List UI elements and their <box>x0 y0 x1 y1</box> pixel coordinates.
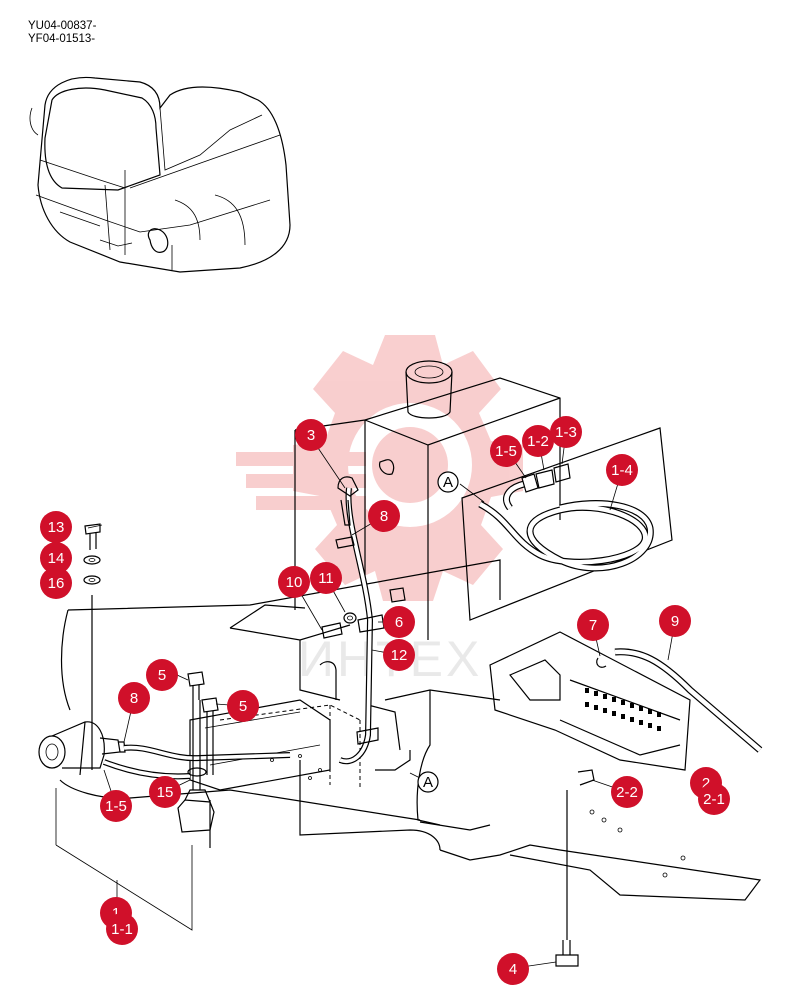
svg-text:1-5: 1-5 <box>105 798 127 815</box>
svg-text:5: 5 <box>239 698 247 715</box>
svg-text:1-1: 1-1 <box>111 921 133 938</box>
callout-4[interactable]: 4 <box>497 953 529 985</box>
callout-2-1[interactable]: 2-1 <box>698 783 730 815</box>
callout-9[interactable]: 9 <box>659 605 691 637</box>
callout-14[interactable]: 14 <box>40 542 72 574</box>
callout-11[interactable]: 11 <box>310 562 342 594</box>
washer-16-icon <box>83 575 101 585</box>
callout-10[interactable]: 10 <box>278 566 310 598</box>
callout-5-left[interactable]: 5 <box>146 659 178 691</box>
serial-code-1: YU04-00837- <box>28 20 97 32</box>
callout-12[interactable]: 12 <box>383 639 415 671</box>
callout-1-2[interactable]: 1-2 <box>522 425 554 457</box>
callout-5-right[interactable]: 5 <box>227 690 259 722</box>
callout-3[interactable]: 3 <box>295 419 327 451</box>
svg-text:13: 13 <box>48 519 65 536</box>
main-assembly <box>59 360 762 901</box>
svg-text:7: 7 <box>589 617 597 634</box>
washer-14-icon <box>83 555 101 565</box>
svg-text:12: 12 <box>391 647 408 664</box>
svg-text:8: 8 <box>130 690 138 707</box>
drawing-header: YU04-00837- YF04-01513- <box>28 20 96 46</box>
callout-8-top[interactable]: 8 <box>368 500 400 532</box>
serial-code-2: YF04-01513- <box>28 33 96 45</box>
reference-mark-a-upper: A <box>437 471 459 493</box>
svg-text:4: 4 <box>509 961 517 978</box>
hose-coil-detail-a <box>461 427 673 621</box>
callout-2-2[interactable]: 2-2 <box>611 776 643 808</box>
svg-text:6: 6 <box>395 614 403 631</box>
reference-mark-a-lower: A <box>417 771 439 793</box>
svg-text:3: 3 <box>307 427 315 444</box>
svg-text:15: 15 <box>157 784 174 801</box>
callout-8-left[interactable]: 8 <box>118 682 150 714</box>
svg-text:1-4: 1-4 <box>611 462 633 479</box>
callout-1-1[interactable]: 1-1 <box>106 913 138 945</box>
bolt-4-icon <box>555 940 579 967</box>
svg-text:14: 14 <box>48 550 65 567</box>
bolt-13-icon <box>84 523 101 550</box>
cover-plate-assembly <box>489 631 763 786</box>
callout-15[interactable]: 15 <box>149 776 181 808</box>
machine-overview-inset <box>29 76 291 273</box>
callout-1-3[interactable]: 1-3 <box>550 416 582 448</box>
callout-1-5-left[interactable]: 1-5 <box>100 790 132 822</box>
svg-text:8: 8 <box>380 508 388 525</box>
watermark-stripes <box>236 452 366 510</box>
callout-1-4[interactable]: 1-4 <box>606 454 638 486</box>
svg-text:5: 5 <box>158 667 166 684</box>
svg-text:1-5: 1-5 <box>495 443 517 460</box>
callout-6[interactable]: 6 <box>383 606 415 638</box>
svg-text:1-3: 1-3 <box>555 424 577 441</box>
callout-1-5-top[interactable]: 1-5 <box>490 435 522 467</box>
callouts: 3 1-5 1-2 1-3 1-4 8 13 14 16 10 11 6 12 … <box>40 416 730 985</box>
bolt-5-right-icon <box>201 697 219 775</box>
svg-text:2: 2 <box>702 775 710 792</box>
bolt-5-left-icon <box>187 671 205 700</box>
svg-text:2-1: 2-1 <box>703 791 725 808</box>
svg-text:10: 10 <box>286 574 303 591</box>
callout-7[interactable]: 7 <box>577 609 609 641</box>
fuel-pipe-assembly <box>321 459 406 765</box>
svg-text:16: 16 <box>48 575 65 592</box>
svg-text:1-2: 1-2 <box>527 433 549 450</box>
cover-plate-holes <box>585 688 661 731</box>
svg-text:2-2: 2-2 <box>616 784 638 801</box>
svg-text:11: 11 <box>318 570 334 587</box>
fasteners <box>83 523 579 967</box>
svg-text:A: A <box>423 774 433 791</box>
callout-16[interactable]: 16 <box>40 567 72 599</box>
svg-text:1: 1 <box>112 905 120 922</box>
svg-text:9: 9 <box>671 613 679 630</box>
filter-pump-group <box>38 700 291 833</box>
svg-text:A: A <box>443 474 453 491</box>
callout-13[interactable]: 13 <box>40 511 72 543</box>
